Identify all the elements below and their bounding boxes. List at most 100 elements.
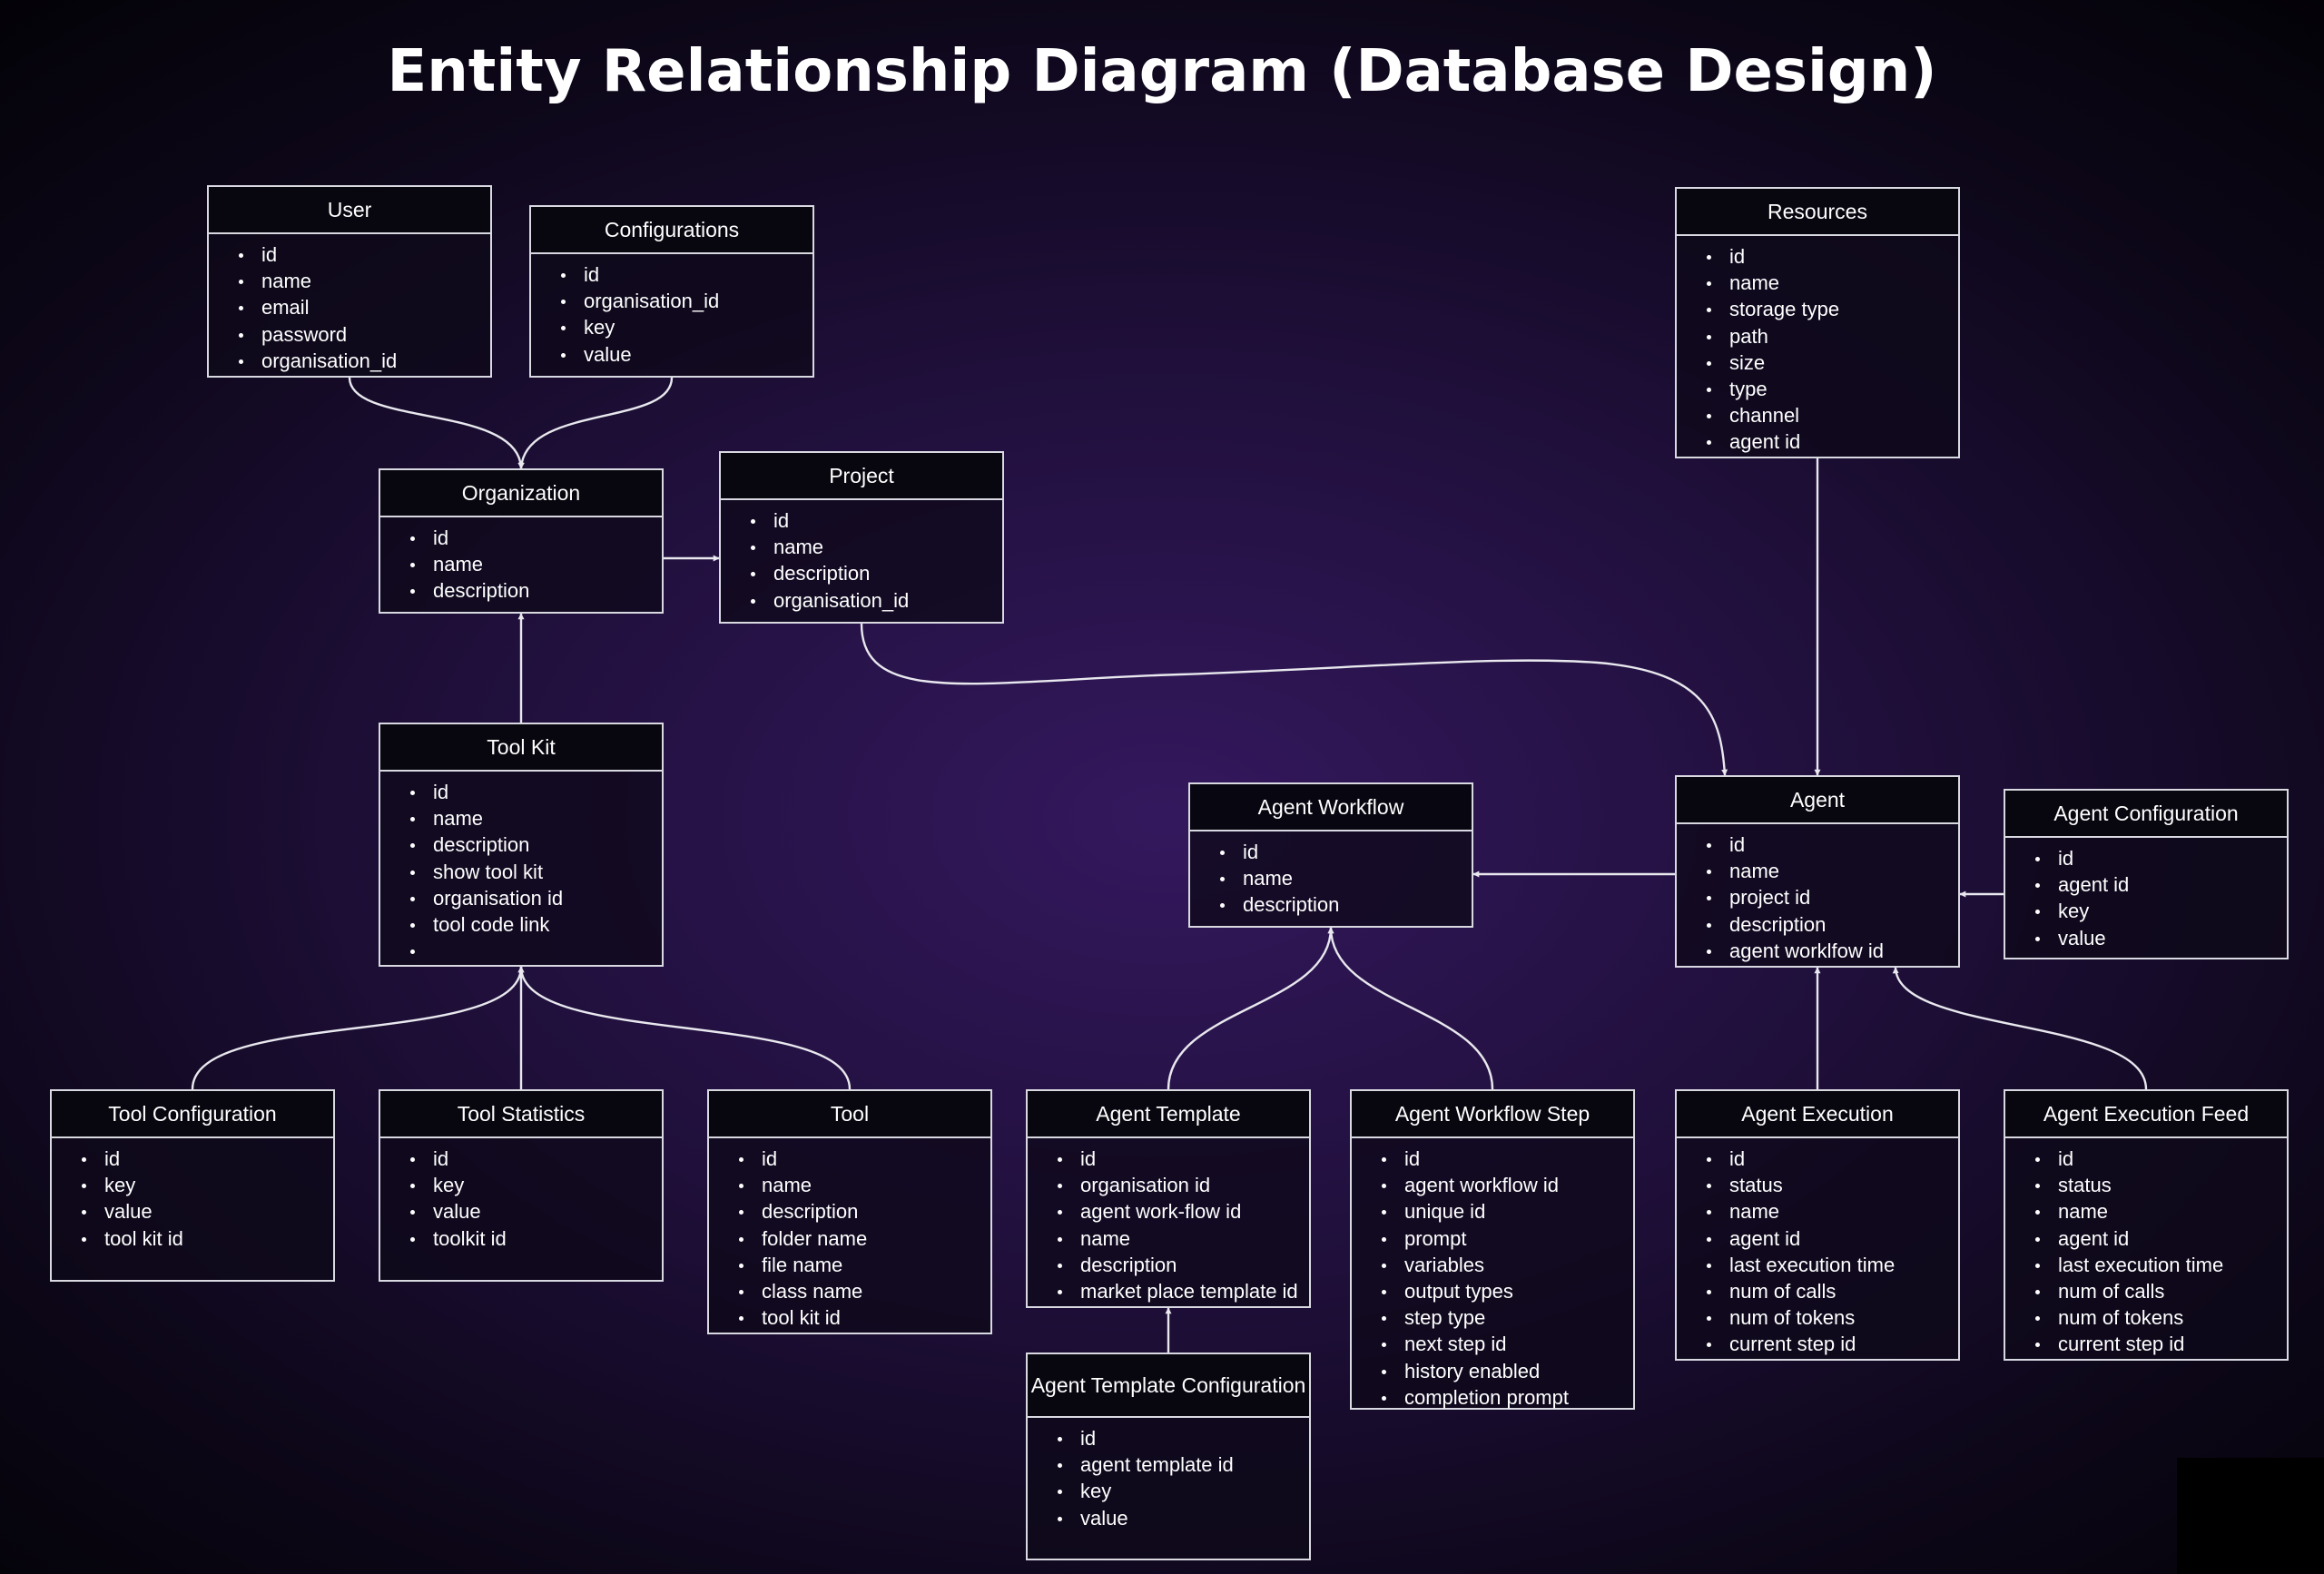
relationship-configurations-to-organization [517, 377, 674, 469]
field-item: id [1677, 831, 1958, 858]
field-item: project id [1677, 884, 1958, 910]
relationship-project-to-agent [860, 623, 1728, 776]
relationship-tool_configuration-to-tool_kit [191, 966, 525, 1090]
field-item: name [1677, 270, 1958, 296]
field-item: history enabled [1352, 1358, 1633, 1384]
field-item: tool kit id [709, 1304, 990, 1331]
field-item: value [52, 1198, 333, 1225]
field-item: description [1677, 911, 1958, 938]
field-item: output types [1352, 1278, 1633, 1304]
entity-title: Agent Workflow Step [1352, 1091, 1633, 1138]
field-item: description [1028, 1252, 1309, 1278]
field-item: name [1028, 1225, 1309, 1252]
field-item: description [721, 560, 1002, 586]
field-item: name [380, 805, 662, 831]
field-item: tool code link [380, 911, 662, 938]
corner-patch [2177, 1458, 2324, 1574]
field-item: name [721, 534, 1002, 560]
field-item: organisation id [1028, 1172, 1309, 1198]
field-item: name [1190, 865, 1472, 891]
field-item: folder name [709, 1225, 990, 1252]
field-item: step type [1352, 1304, 1633, 1331]
field-item: num of calls [1677, 1278, 1958, 1304]
field-item: num of tokens [1677, 1304, 1958, 1331]
field-item: value [531, 341, 812, 368]
field-item: storage type [1677, 296, 1958, 322]
field-item: id [721, 507, 1002, 534]
entity-title: Tool [709, 1091, 990, 1138]
field-item: last execution time [1677, 1252, 1958, 1278]
entity-title: Agent Execution [1677, 1091, 1958, 1138]
field-item: id [209, 241, 490, 268]
field-item: next step id [1352, 1331, 1633, 1357]
field-item: agent id [2005, 1225, 2287, 1252]
field-item: description [380, 577, 662, 604]
field-item: agent id [1677, 1225, 1958, 1252]
field-item: type [1677, 376, 1958, 402]
field-item: key [1028, 1478, 1309, 1504]
field-item: name [209, 268, 490, 294]
relationship-agent_workflow_step-to-agent_workflow [1327, 927, 1494, 1090]
field-item: id [1677, 243, 1958, 270]
field-item: tool kit id [52, 1225, 333, 1252]
field-item: value [380, 1198, 662, 1225]
field-item: organisation id [380, 885, 662, 911]
field-item: value [1028, 1505, 1309, 1531]
field-item: description [380, 831, 662, 858]
field-item: name [2005, 1198, 2287, 1225]
entity-title: Agent Execution Feed [2005, 1091, 2287, 1138]
field-item: id [52, 1146, 333, 1172]
field-item: description [1190, 891, 1472, 918]
field-item: market place template id [1028, 1278, 1309, 1304]
field-item: agent template id [1028, 1451, 1309, 1478]
entity-title: Project [721, 453, 1002, 500]
field-item: path [1677, 323, 1958, 349]
field-item: organisation_id [531, 288, 812, 314]
field-item: current step id [2005, 1331, 2287, 1357]
entity-title: Tool Configuration [52, 1091, 333, 1138]
field-item: last execution time [2005, 1252, 2287, 1278]
field-item: name [709, 1172, 990, 1198]
field-item: organisation_id [209, 348, 490, 374]
relationship-agent_execution_feed-to-agent [1892, 967, 2148, 1090]
field-item: num of tokens [2005, 1304, 2287, 1331]
entity-title: Resources [1677, 189, 1958, 236]
field-item: agent id [2005, 871, 2287, 898]
field-item: id [380, 525, 662, 551]
entity-title: Tool Kit [380, 724, 662, 772]
field-item: organisation_id [721, 587, 1002, 614]
field-item: id [1028, 1425, 1309, 1451]
entity-title: Agent Template [1028, 1091, 1309, 1138]
entity-title: User [209, 187, 490, 234]
field-item: id [380, 1146, 662, 1172]
field-item: agent id [1677, 428, 1958, 455]
field-item: unique id [1352, 1198, 1633, 1225]
field-item: status [1677, 1172, 1958, 1198]
entity-title: Agent [1677, 777, 1958, 824]
field-item: agent workflow id [1352, 1172, 1633, 1198]
